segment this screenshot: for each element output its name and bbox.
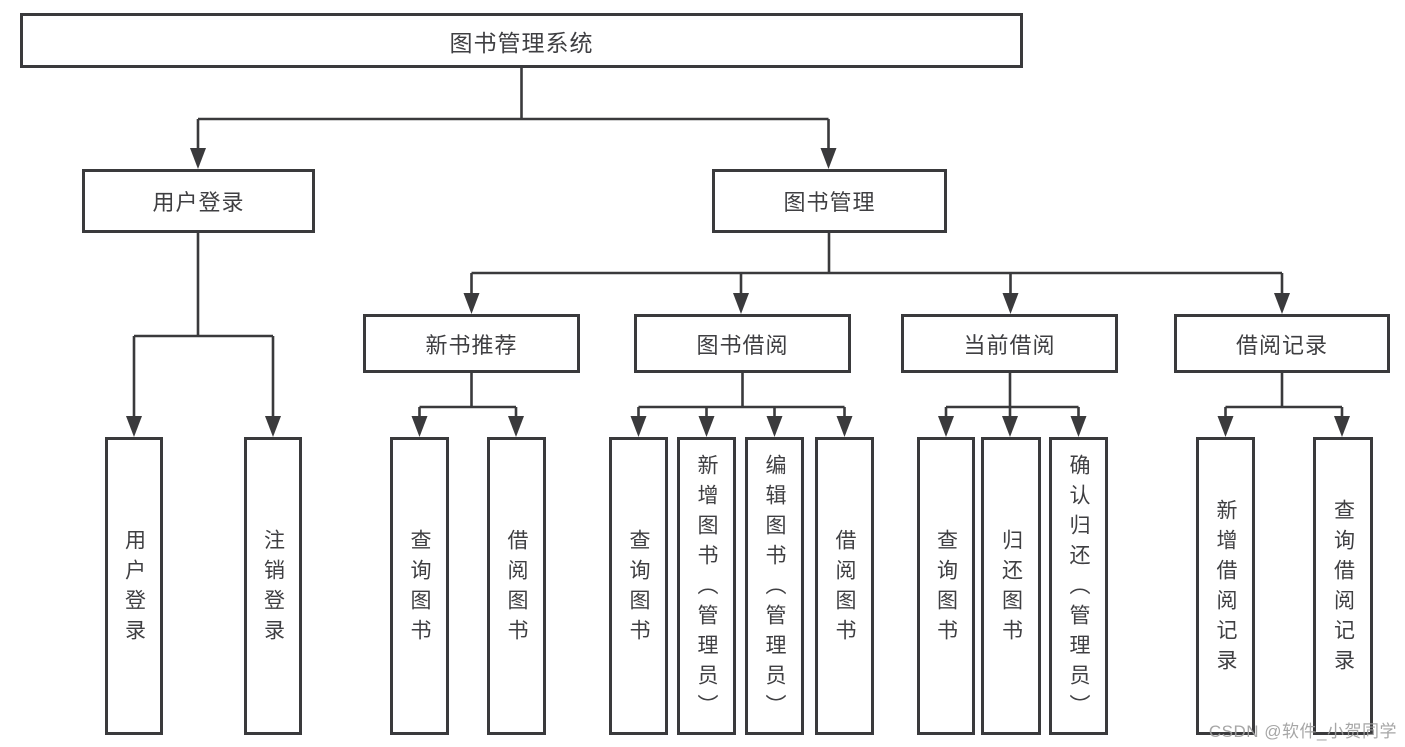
leaf-query-books-recommend: 查询图书 — [390, 437, 449, 735]
node-user-login: 用户登录 — [82, 169, 315, 233]
node-book-management: 图书管理 — [712, 169, 947, 233]
node-book-borrowing: 图书借阅 — [634, 314, 851, 373]
node-library-management-system: 图书管理系统 — [20, 13, 1023, 68]
leaf-query-books-current: 查询图书 — [917, 437, 975, 735]
leaf-confirm-return-admin: 确认归还（管理员） — [1049, 437, 1108, 735]
leaf-add-book-admin: 新增图书（管理员） — [677, 437, 736, 735]
leaf-query-books-borrowing: 查询图书 — [609, 437, 668, 735]
leaf-query-borrow-record: 查询借阅记录 — [1313, 437, 1373, 735]
node-new-book-recommendation: 新书推荐 — [363, 314, 580, 373]
leaf-user-login: 用户登录 — [105, 437, 163, 735]
leaf-logout: 注销登录 — [244, 437, 302, 735]
node-current-borrowing: 当前借阅 — [901, 314, 1118, 373]
node-borrowing-records: 借阅记录 — [1174, 314, 1390, 373]
leaf-add-borrow-record: 新增借阅记录 — [1196, 437, 1255, 735]
leaf-borrow-books-recommend: 借阅图书 — [487, 437, 546, 735]
leaf-edit-book-admin: 编辑图书（管理员） — [745, 437, 804, 735]
arrowheads — [126, 148, 1350, 437]
csdn-watermark: CSDN @软件_小贺同学 — [1208, 722, 1397, 741]
leaf-return-book: 归还图书 — [981, 437, 1041, 735]
leaf-borrow-books-borrowing: 借阅图书 — [815, 437, 874, 735]
